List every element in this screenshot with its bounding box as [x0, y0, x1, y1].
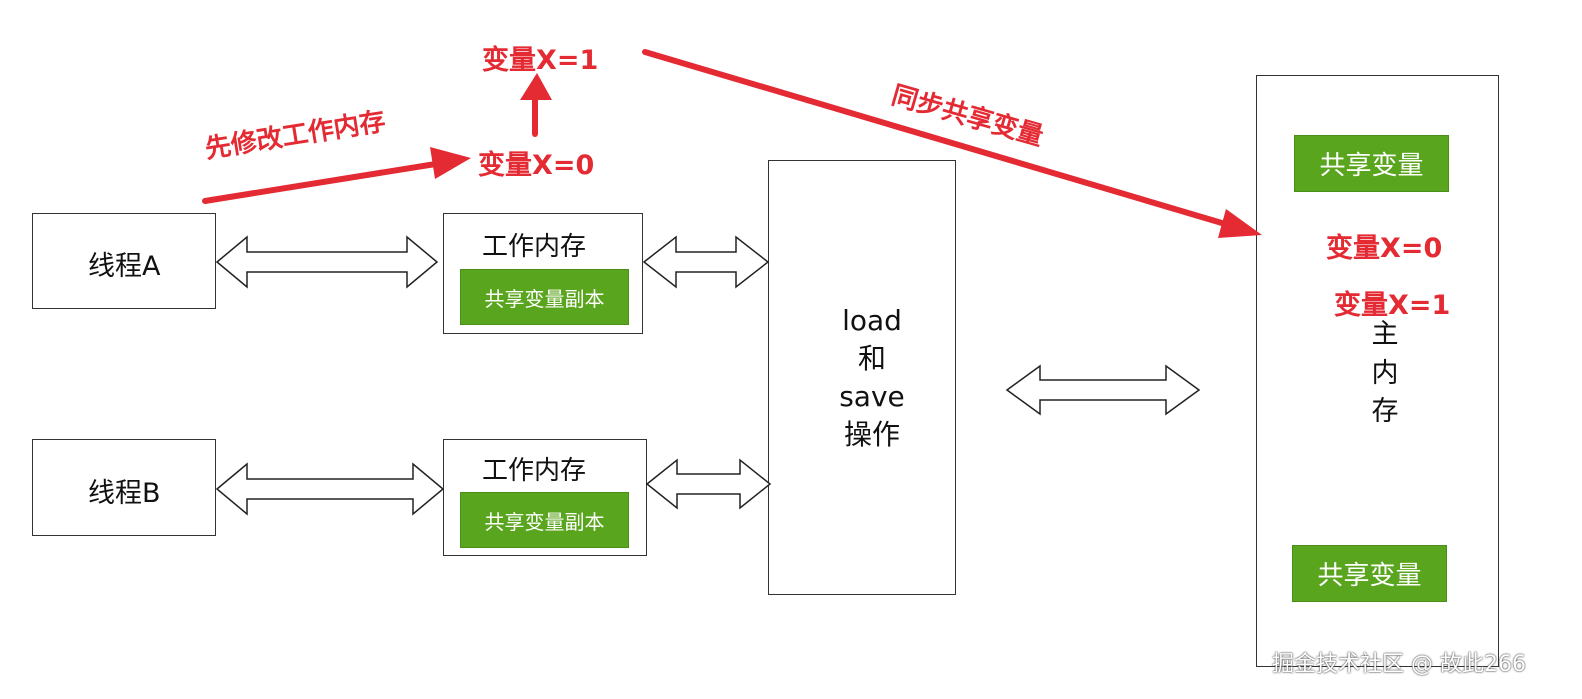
red-arrow-sync-shared-variable [642, 49, 1235, 229]
main-memory-label-char-3: 存 [1371, 396, 1399, 427]
working-memory-b-title: 工作内存 [482, 456, 587, 486]
shared-variable-copy-b: 共享变量副本 [460, 492, 629, 548]
red-arrow-modify-working-memory-head [430, 147, 471, 179]
load-save-operation-box [768, 160, 956, 595]
double-arrow-operation-to-main-memory [1005, 364, 1201, 416]
thread-b-label: 线程B [88, 478, 161, 509]
annotation-var-x0: 变量X=0 [478, 150, 595, 181]
main-memory-shared-variable-bottom: 共享变量 [1292, 545, 1447, 602]
thread-a-label: 线程A [88, 251, 161, 282]
main-memory-label-char-1: 主 [1371, 319, 1399, 350]
double-arrow-working-memory-a-to-operation [642, 235, 770, 289]
working-memory-a-title: 工作内存 [482, 232, 587, 262]
main-memory-var-x0: 变量X=0 [1326, 233, 1443, 264]
operation-line-load: load [842, 304, 902, 337]
double-arrow-thread-b-to-working-memory [215, 462, 445, 516]
thread-b-box [32, 439, 216, 536]
operation-line-and: 和 [857, 342, 886, 375]
shared-variable-copy-a: 共享变量副本 [460, 269, 629, 325]
red-arrow-x0-to-x1-head [520, 73, 552, 100]
thread-a-box [32, 213, 216, 309]
annotation-var-x1: 变量X=1 [482, 45, 599, 76]
operation-line-op: 操作 [843, 418, 900, 451]
main-memory-label-char-2: 内 [1371, 358, 1399, 389]
double-arrow-thread-a-to-working-memory [215, 235, 439, 289]
watermark: 掘金技术社区 @ 故此266 [1272, 652, 1526, 677]
red-arrow-sync-shared-variable-head [1218, 209, 1262, 238]
red-arrow-modify-working-memory [202, 159, 451, 204]
main-memory-shared-variable-top: 共享变量 [1294, 135, 1449, 192]
main-memory-var-x1: 变量X=1 [1334, 290, 1451, 321]
operation-line-save: save [839, 380, 905, 413]
double-arrow-working-memory-b-to-operation [645, 458, 772, 510]
